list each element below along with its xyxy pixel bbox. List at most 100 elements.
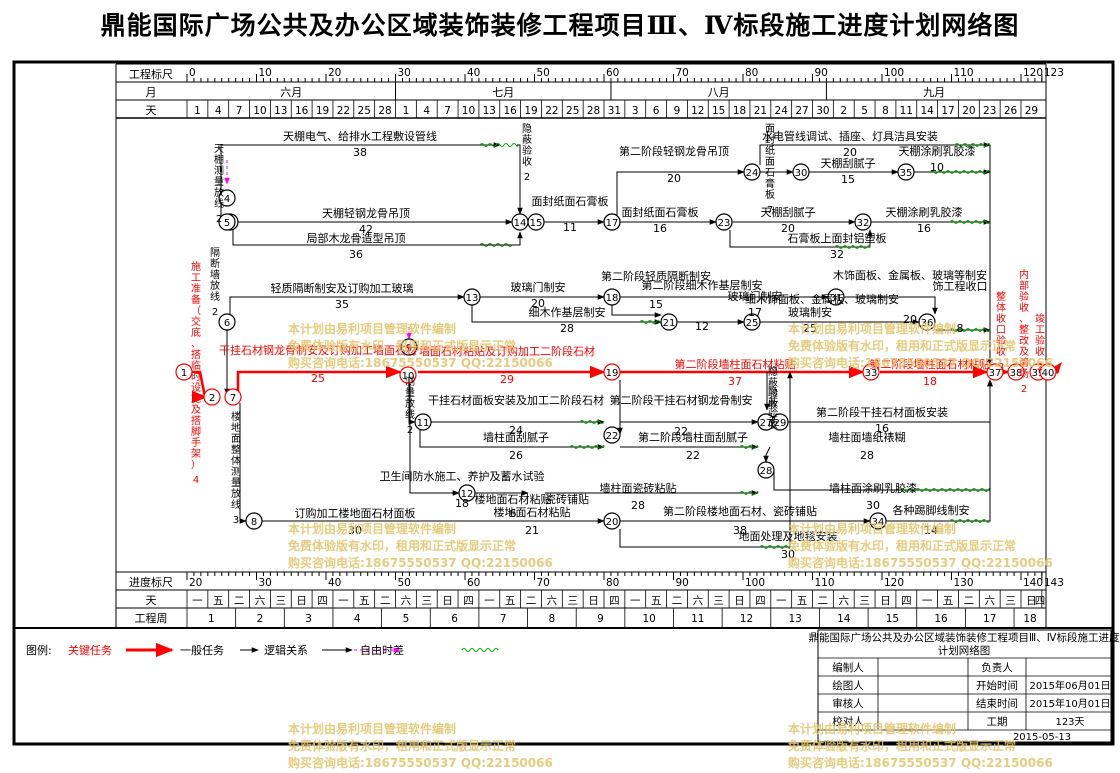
- weekday-label: 五: [651, 595, 662, 607]
- event-node-number: 27: [760, 418, 773, 429]
- task-arrow: [844, 296, 938, 315]
- weekday-label: 三: [422, 595, 433, 607]
- free-float-wave: [949, 220, 991, 224]
- scale-tick-label: 80: [606, 577, 619, 589]
- event-node: [603, 363, 621, 381]
- weekday-label: 三: [713, 595, 724, 607]
- task-name: 天棚电气、给排水工程敷设管线: [283, 129, 437, 143]
- task-arrow: [886, 379, 993, 522]
- task-arrow: [409, 383, 460, 496]
- event-node-number: 18: [606, 293, 619, 304]
- task-duration: 16: [653, 222, 667, 235]
- task-name-vchar: 收: [522, 155, 532, 168]
- task-duration: 22: [674, 425, 688, 438]
- task-duration: 38: [733, 524, 747, 537]
- task-arrow: [517, 144, 523, 215]
- task-name: 楼地面石材粘贴: [475, 492, 552, 506]
- legend-wave: [461, 648, 499, 652]
- task-name: 墙柱面涂刷乳胶漆: [829, 481, 917, 495]
- event-node: [224, 388, 242, 406]
- scale-tick-label: 143: [1044, 577, 1064, 589]
- task-duration: 2: [1021, 384, 1027, 395]
- info-value: 2015年06月01日: [1030, 679, 1111, 692]
- task-name-vchar: 、: [1019, 314, 1029, 325]
- task-name: 楼地面石材粘贴: [494, 505, 571, 519]
- task-name-vchar: 工: [191, 273, 201, 284]
- task-duration: 28: [560, 322, 574, 335]
- day-label: 1: [403, 105, 410, 117]
- info-value: 123天: [1055, 717, 1084, 728]
- task-arrow: [759, 142, 991, 165]
- weekday-label: 一: [338, 595, 349, 607]
- weekday-label: 二: [672, 595, 683, 607]
- watermark-text: 免费体验版有水印，租用和正式版显示正常: [788, 738, 1016, 753]
- task-name: 第二阶段轻钢龙骨吊顶: [619, 144, 729, 158]
- watermark-text: 购买咨询电话:18675550537 QQ:22150066: [288, 555, 553, 570]
- watermark-text: 购买咨询电话:18675550537 QQ:22150066: [788, 755, 1053, 770]
- scale-tick-label: 100: [884, 67, 904, 79]
- task-duration: 15: [841, 173, 855, 186]
- task-name-vchar: 手: [191, 436, 201, 449]
- weekday-label: 二: [234, 595, 245, 607]
- task-name: 第二阶段细木作基层制安: [642, 278, 763, 292]
- task-name-vchar: 搭: [191, 414, 201, 427]
- weekday-label: 三: [859, 595, 870, 607]
- task-name-vchar: 收: [1035, 345, 1045, 358]
- event-node-number: 24: [746, 168, 759, 179]
- event-node-number: 21: [663, 318, 676, 329]
- weekday-label: 四: [901, 595, 912, 607]
- day-label: 19: [316, 105, 329, 117]
- task-name: 瓷砖铺贴: [545, 492, 589, 506]
- scale-tick-label: 20: [328, 67, 341, 79]
- task-duration: 7: [767, 205, 773, 216]
- header-row-label: 天: [146, 104, 157, 117]
- event-node-number: 28: [760, 466, 773, 477]
- task-name-vchar: 工: [1035, 325, 1045, 336]
- event-node: [218, 313, 236, 331]
- task-duration: 35: [335, 298, 349, 311]
- free-float-wave: [569, 445, 605, 449]
- event-node-number: 35: [900, 168, 913, 179]
- event-node-number: 15: [530, 218, 543, 229]
- task-name-vchar: 脚: [191, 425, 201, 438]
- weekday-label: 五: [359, 595, 370, 607]
- week-label: 16: [934, 613, 948, 625]
- weekday-label: 六: [839, 595, 850, 607]
- week-label: 7: [500, 613, 507, 625]
- task-name-vchar: 验: [996, 334, 1006, 347]
- week-label: 9: [597, 613, 604, 625]
- event-node: [218, 189, 236, 207]
- task-name: 第二阶段干挂石材钢龙骨制安: [610, 393, 753, 407]
- task-name-vchar: 测: [405, 375, 415, 388]
- task-name: 木饰面板、金属板、玻璃等制安: [833, 268, 987, 282]
- free-float-wave: [949, 328, 991, 332]
- task-name: 细木作基层制安: [529, 305, 606, 319]
- task-name-vchar: 收: [768, 398, 778, 411]
- event-node: [918, 313, 936, 331]
- weekday-label: 日: [588, 595, 599, 607]
- free-float-wave: [834, 245, 871, 249]
- weekday-label: 五: [943, 595, 954, 607]
- task-name: 订购加工楼地面石材面板: [295, 506, 416, 520]
- weekday-label: 三: [276, 595, 287, 607]
- task-name: 面封纸面石膏板: [622, 205, 699, 219]
- task-name-vchar: 隐: [522, 123, 532, 135]
- free-float-wave: [759, 545, 791, 549]
- task-name-vchar: 底: [191, 326, 201, 339]
- event-node-number: 2: [209, 393, 215, 404]
- task-name: 玻璃制安: [788, 305, 832, 319]
- info-key: 工期: [987, 716, 1008, 728]
- weekday-label: 五: [797, 595, 808, 607]
- task-duration: 32: [830, 248, 844, 261]
- task-duration: 3: [998, 362, 1004, 373]
- day-label: 7: [236, 105, 243, 117]
- task-name-vchar: 量: [214, 176, 224, 188]
- task-name-vchar: 验: [522, 144, 532, 157]
- day-label: 28: [587, 105, 600, 117]
- info-value: 2015年10月01日: [1030, 697, 1111, 710]
- task-name-vchar: 棚: [214, 153, 224, 166]
- event-node-number: 9: [406, 343, 412, 354]
- free-float-wave: [899, 488, 991, 492]
- task-name-vchar: 隐: [768, 366, 778, 378]
- event-node: [1039, 363, 1057, 381]
